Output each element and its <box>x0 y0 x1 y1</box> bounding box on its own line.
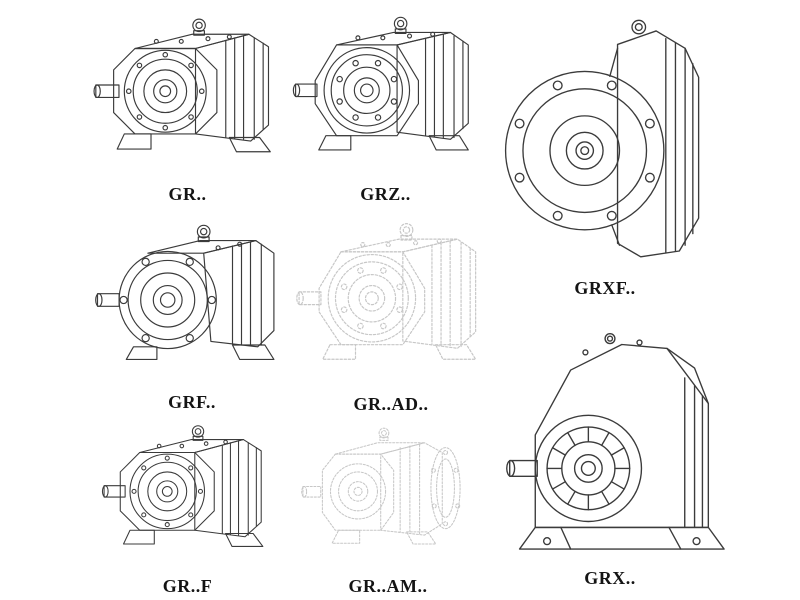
gearbox-drawing-gr-ad <box>296 223 477 360</box>
gearbox-label-gr: GR.. <box>168 184 207 204</box>
gearbox-label-grxf: GRXF.. <box>574 278 636 298</box>
gearbox-drawing-grz <box>292 16 469 151</box>
gearbox-figure-gr-f: GR..F <box>90 412 285 598</box>
gearbox-drawing-grx <box>506 332 725 550</box>
gearbox-label-gr-f: GR..F <box>162 576 213 596</box>
gearbox-drawing-grxf <box>504 19 700 258</box>
gearbox-label-grx: GRX.. <box>584 568 636 588</box>
gearbox-drawing-gr <box>93 18 271 153</box>
gearbox-label-grf: GRF.. <box>168 392 216 412</box>
gearbox-figure-grz: GRZ.. <box>288 4 483 206</box>
gearbox-drawing-gr-f <box>101 425 264 547</box>
gearbox-figure-grx: GRX.. <box>492 300 728 590</box>
gearbox-figure-grf: GRF.. <box>92 210 292 414</box>
gearbox-drawing-grf <box>95 224 275 360</box>
gearbox-figure-gr-am: GR..AM.. <box>288 412 488 598</box>
gearbox-label-gr-ad: GR..AD.. <box>353 394 429 414</box>
gearbox-figure-gr-ad: GR..AD.. <box>290 210 492 416</box>
gearbox-label-gr-am: GR..AM.. <box>348 576 428 596</box>
gearbox-figure-gr: GR.. <box>90 4 285 206</box>
gearbox-figure-grxf: GRXF.. <box>494 4 716 300</box>
gearbox-drawing-gr-am <box>301 427 461 545</box>
gearbox-label-grz: GRZ.. <box>360 184 411 204</box>
